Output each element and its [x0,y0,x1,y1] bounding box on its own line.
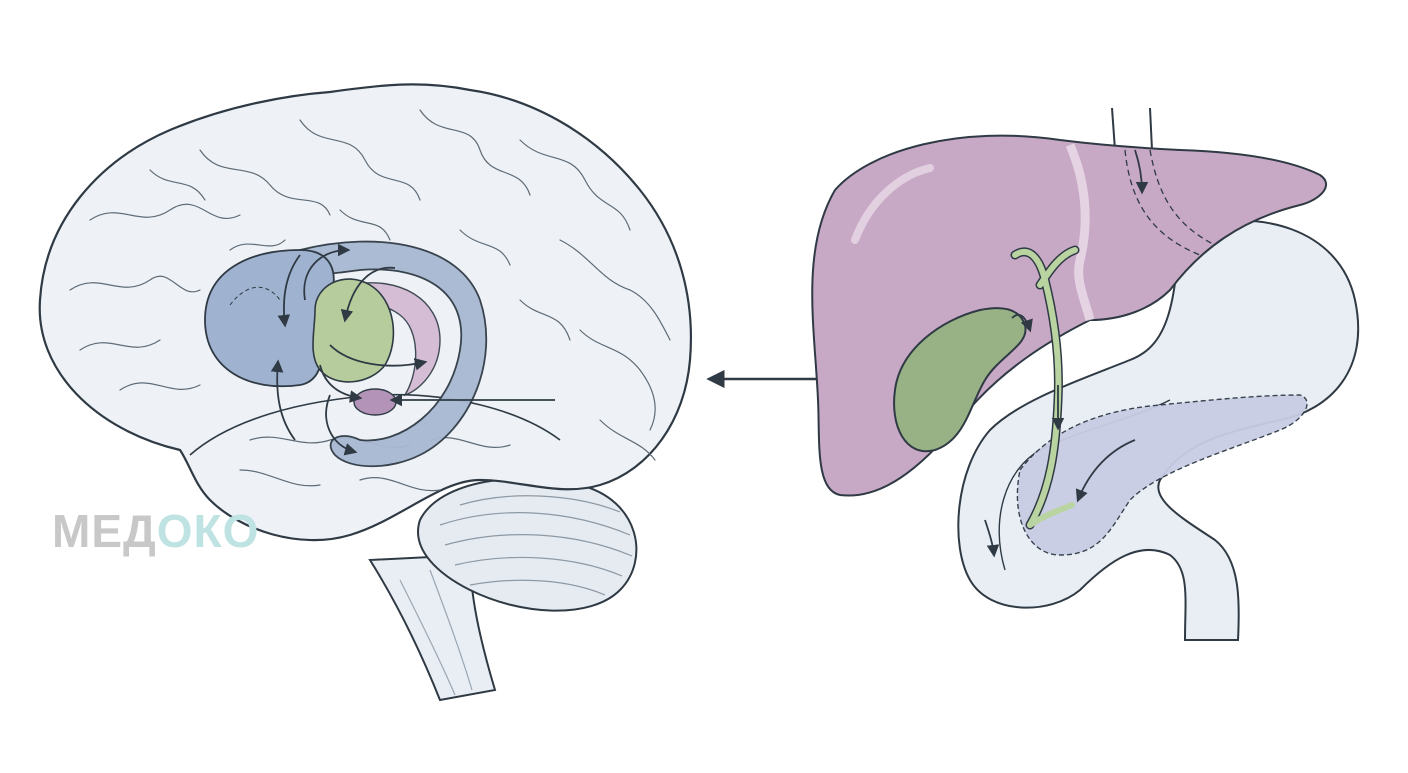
brain-illustration [38,83,693,702]
watermark-text-left: МЕД [52,505,157,557]
pancreas [1016,394,1308,556]
digestive-illustration [811,107,1360,641]
gallbladder [893,307,1027,453]
blue-region [299,240,488,468]
esophagus [1111,107,1153,151]
purple-nucleus [353,388,397,416]
medoko-watermark: МЕДОКО [52,508,259,554]
watermark-text-right: ОКО [156,505,260,557]
